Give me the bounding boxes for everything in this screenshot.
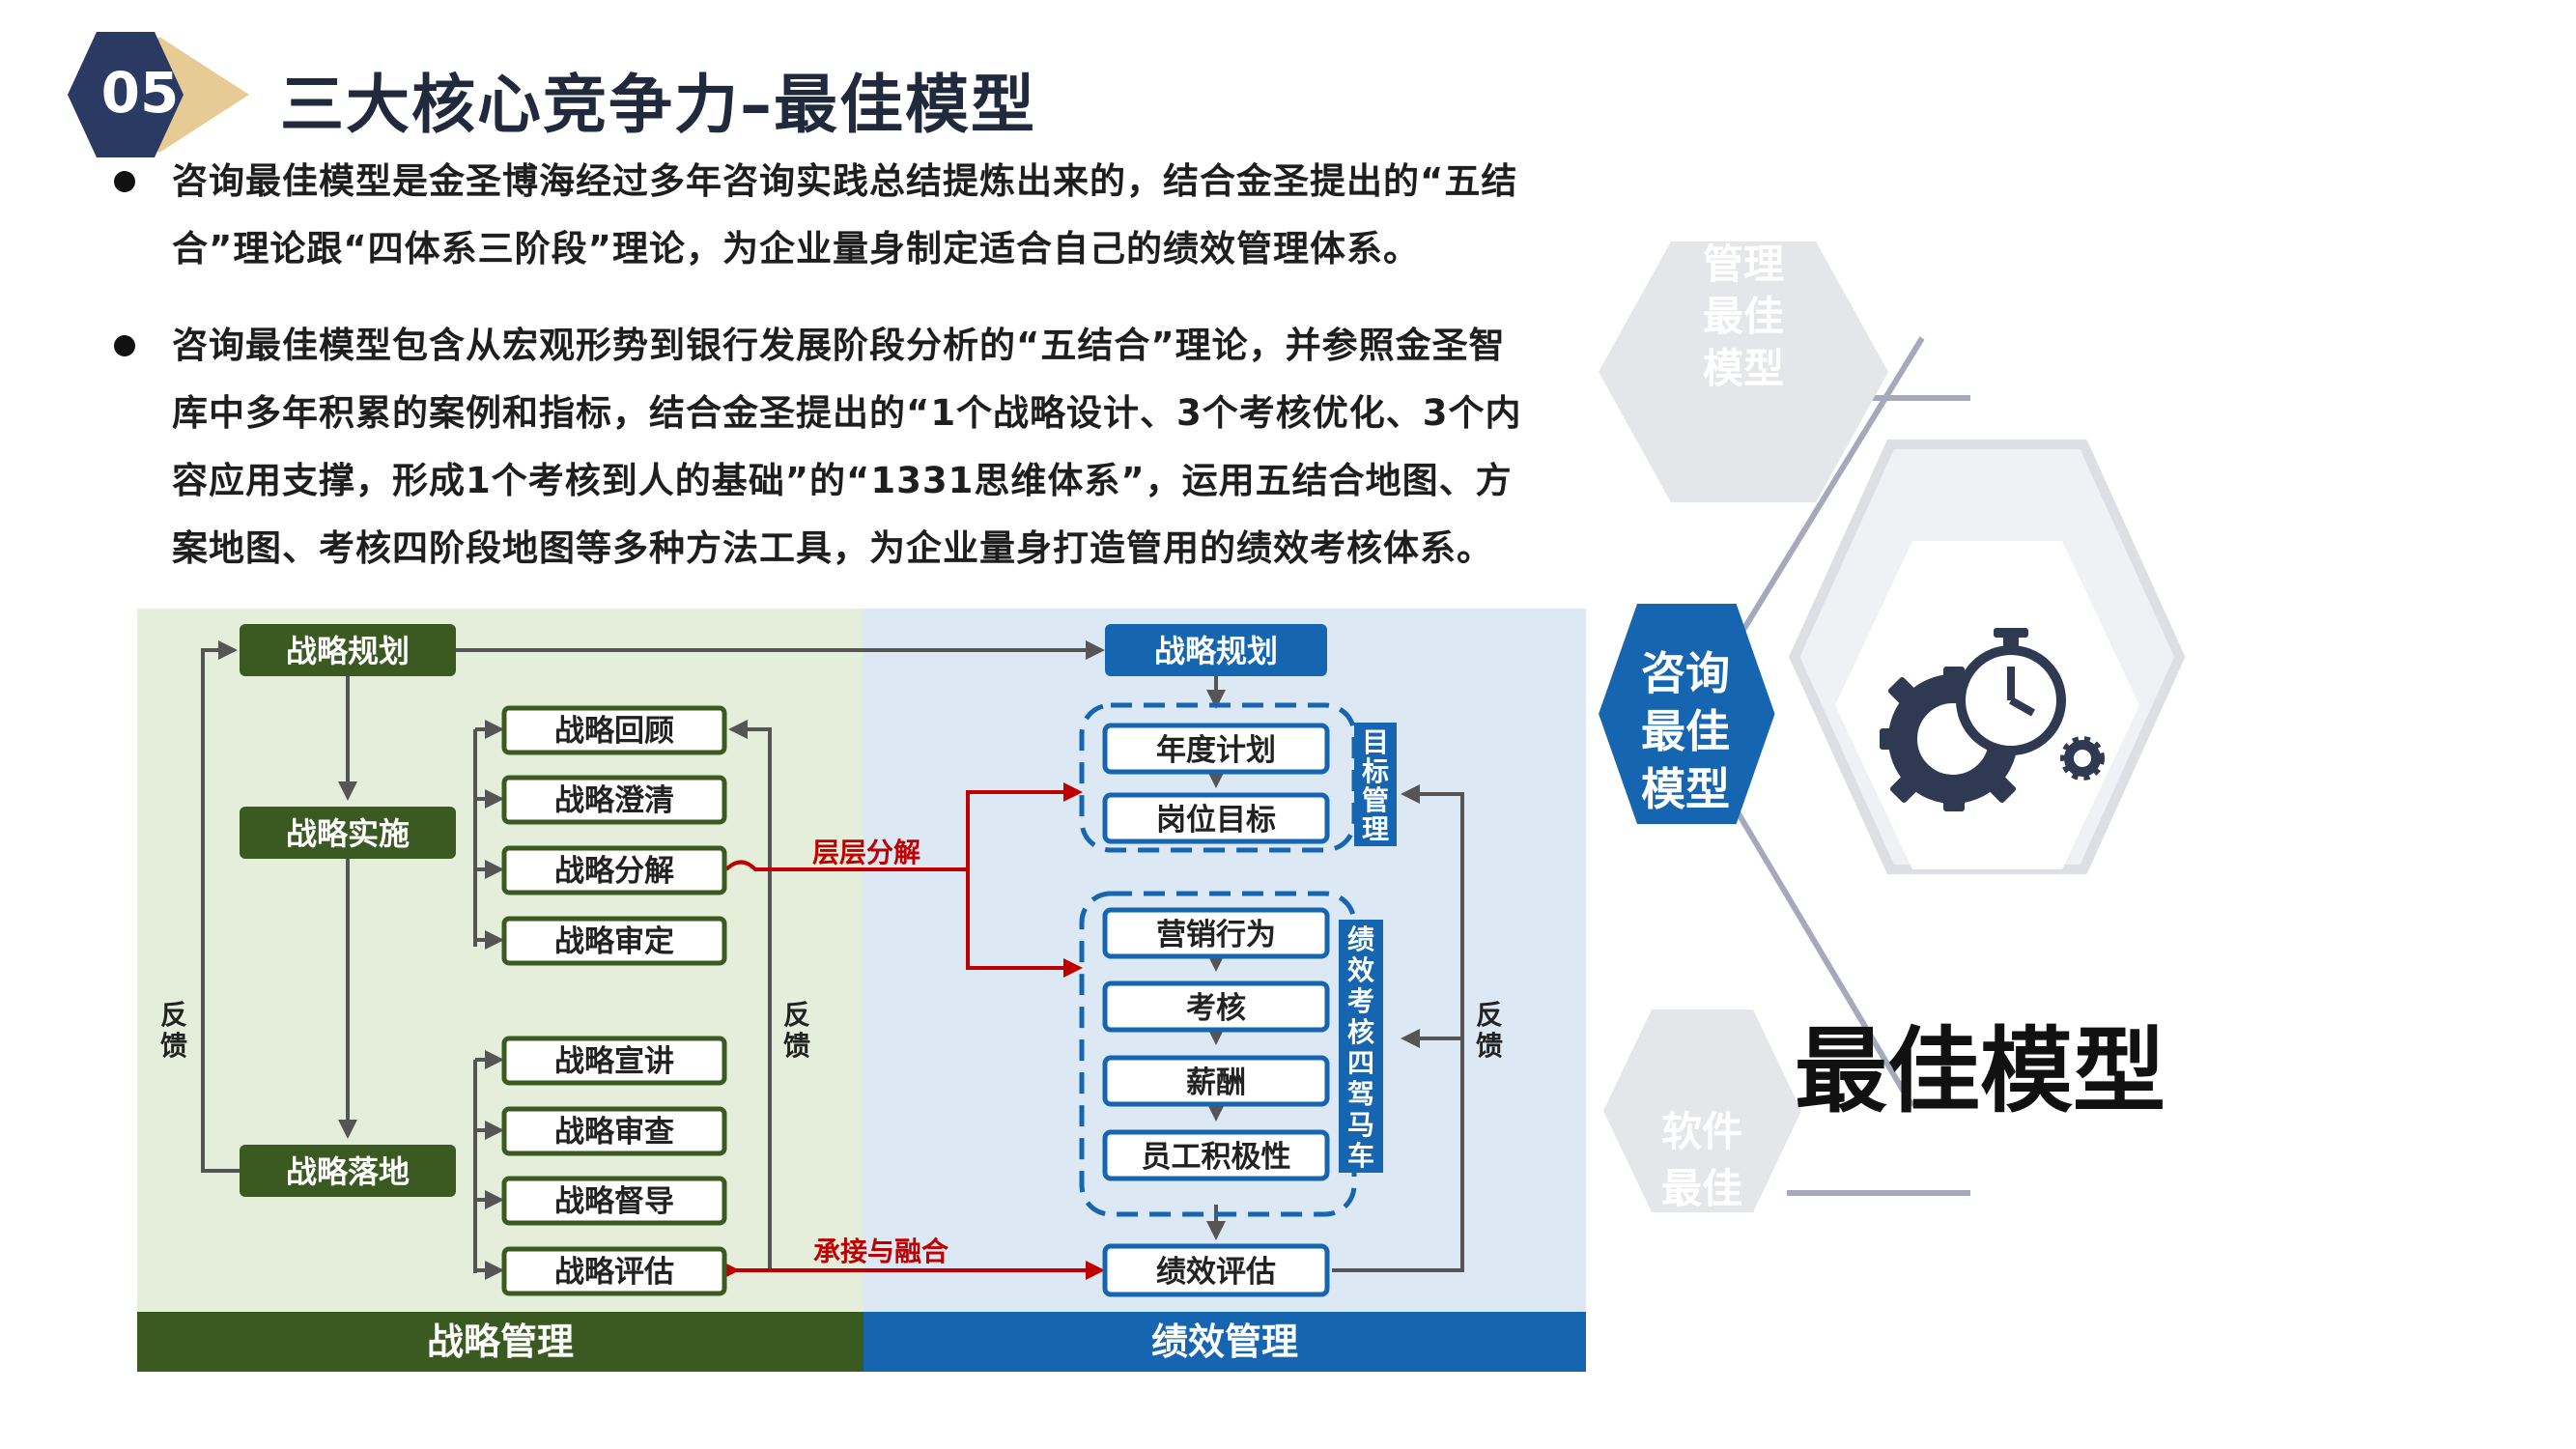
box-annual-plan [1102,723,1330,775]
box-label: 战略规划 [286,633,410,669]
tag-char: 车 [1347,1140,1374,1172]
box-strategy-inspect [501,1106,727,1156]
best-model-label: 最佳模型 [1795,1017,2166,1125]
hexagon-label: 咨询 [1641,647,1730,699]
tag-char: 核 [1347,1016,1374,1048]
tag-char: 效 [1347,954,1374,986]
box-label: 战略规划 [1154,633,1278,669]
box-label: 战略实施 [286,815,410,852]
paragraph-line: 案地图、考核四阶段地图等多种方法工具，为企业量身打造管用的绩效考核体系。 [172,527,1493,569]
hexagon-label: 最佳 [1641,705,1730,757]
box-label: 战略回顾 [554,714,674,749]
hexagon-consulting-model [1599,604,1775,824]
hexagon-label: 软件 [1661,1108,1742,1155]
performance-footer [863,1312,1586,1372]
decompose-label: 层层分解 [812,837,920,868]
box-label: 年度计划 [1156,733,1276,768]
left-main-boxes: 战略规划 战略实施 战略落地 [240,624,456,1197]
hexagon-model-graphic: 项目 管理 最佳 模型 咨询 最佳 模型 软件 最佳 模型 [1599,186,2186,1269]
box-marketing-behavior [1102,907,1330,959]
box-strategy-approve [501,916,727,966]
hexagon-label: 模型 [1661,1222,1742,1269]
tag-char: 目 [1362,726,1389,758]
paragraph-1: 咨询最佳模型是金圣博海经过多年咨询实践总结提炼出来的，结合金圣提出的“五结 合”… [172,148,1601,283]
merge-label: 承接与融合 [813,1236,949,1267]
box-label: 营销行为 [1156,918,1276,952]
box-label: 战略审查 [554,1115,674,1150]
box-salary [1102,1055,1330,1107]
box-strategy-promote [501,1036,727,1086]
hexagon-project-management [1599,242,1888,502]
page-title: 三大核心竞争力–最佳模型 [280,68,1036,142]
paragraph-line: 咨询最佳模型是金圣博海经过多年咨询实践总结提炼出来的，结合金圣提出的“五结 [172,160,1518,202]
gear-stopwatch-icon [1880,628,2105,811]
box-label: 战略澄清 [554,783,674,818]
box-label: 战略落地 [286,1153,410,1190]
performance-panel [863,609,1586,1314]
box-strategy-evaluate [501,1246,727,1296]
hexagon-label: 模型 [1703,345,1784,392]
paragraph-line: 库中多年积累的案例和指标，结合金圣提出的“1个战略设计、3个考核优化、3个内 [172,392,1522,434]
box-position-goal [1102,792,1330,844]
paragraph-line: 容应用支撑，形成1个考核到人的基础”的“1331思维体系”，运用五结合地图、方 [172,460,1513,501]
strategy-performance-diagram: 战略管理 绩效管理 [137,609,1586,1372]
box-label: 考核 [1186,991,1246,1026]
feedback-label-mid-1: 反 [783,999,810,1031]
tag-char: 考 [1347,985,1374,1017]
feedback-label-right-1: 反 [1476,999,1503,1031]
tag-char: 绩 [1347,923,1374,955]
tag-char: 理 [1362,813,1389,845]
target-management-tag [1354,723,1397,846]
tag-char: 标 [1362,755,1389,787]
box-performance-evaluation [1102,1243,1330,1297]
feedback-label-right-2: 馈 [1476,1030,1503,1062]
hexagon-label: 最佳 [1661,1165,1742,1212]
paragraph-line: 合”理论跟“四体系三阶段”理论，为企业量身制定适合自己的绩效管理体系。 [172,228,1420,270]
strategy-panel [137,609,863,1314]
box-label: 战略审定 [554,924,674,959]
box-strategy-supervise [501,1176,727,1226]
box-label: 员工积极性 [1142,1140,1291,1175]
box-strategy-implementation [240,807,456,859]
box-strategy-planning [240,624,456,676]
strategy-footer [137,1312,863,1372]
feedback-label-mid-2: 馈 [783,1030,810,1062]
section-number: 05 [101,60,180,126]
paragraph-2: 咨询最佳模型包含从宏观形势到银行发展阶段分析的“五结合”理论，并参照金圣智 库中… [172,312,1601,582]
performance-four-horse-tag [1339,920,1383,1173]
box-label: 薪酬 [1186,1065,1246,1100]
paragraph-line: 咨询最佳模型包含从宏观形势到银行发展阶段分析的“五结合”理论，并参照金圣智 [172,325,1506,366]
box-strategy-decompose [501,845,727,895]
box-strategy-clarify [501,775,727,825]
section-number-badge: 05 [68,32,249,157]
box-label: 绩效评估 [1156,1255,1276,1290]
box-employee-motivation [1102,1129,1330,1181]
tag-char: 驾 [1347,1078,1374,1110]
strategy-footer-label: 战略管理 [427,1321,574,1363]
box-assessment [1102,980,1330,1033]
bullet-icon [114,335,135,356]
performance-footer-label: 绩效管理 [1151,1321,1298,1363]
box-label: 战略评估 [554,1255,674,1290]
hexagon-label: 最佳 [1703,293,1784,340]
hexagon-label: 模型 [1641,763,1730,815]
box-label: 战略分解 [554,854,674,889]
hexagon-software-model [1603,1009,1801,1212]
feedback-label-left-1: 反 [160,999,187,1031]
performance-group-outline [1079,891,1357,1217]
box-label: 岗位目标 [1156,803,1276,838]
tag-char: 管 [1362,784,1389,816]
box-strategy-landing [240,1145,456,1197]
feedback-label-left-2: 馈 [160,1030,187,1062]
tag-char: 四 [1347,1047,1374,1079]
bullet-icon [114,171,135,192]
hexagon-label: 项目 [1703,186,1784,234]
box-right-strategy-planning [1105,624,1327,676]
box-label: 战略督导 [554,1184,674,1219]
box-label: 战略宣讲 [554,1044,674,1079]
box-strategy-review [501,705,727,755]
hexagon-label: 管理 [1703,241,1784,288]
tag-char: 马 [1347,1109,1374,1141]
